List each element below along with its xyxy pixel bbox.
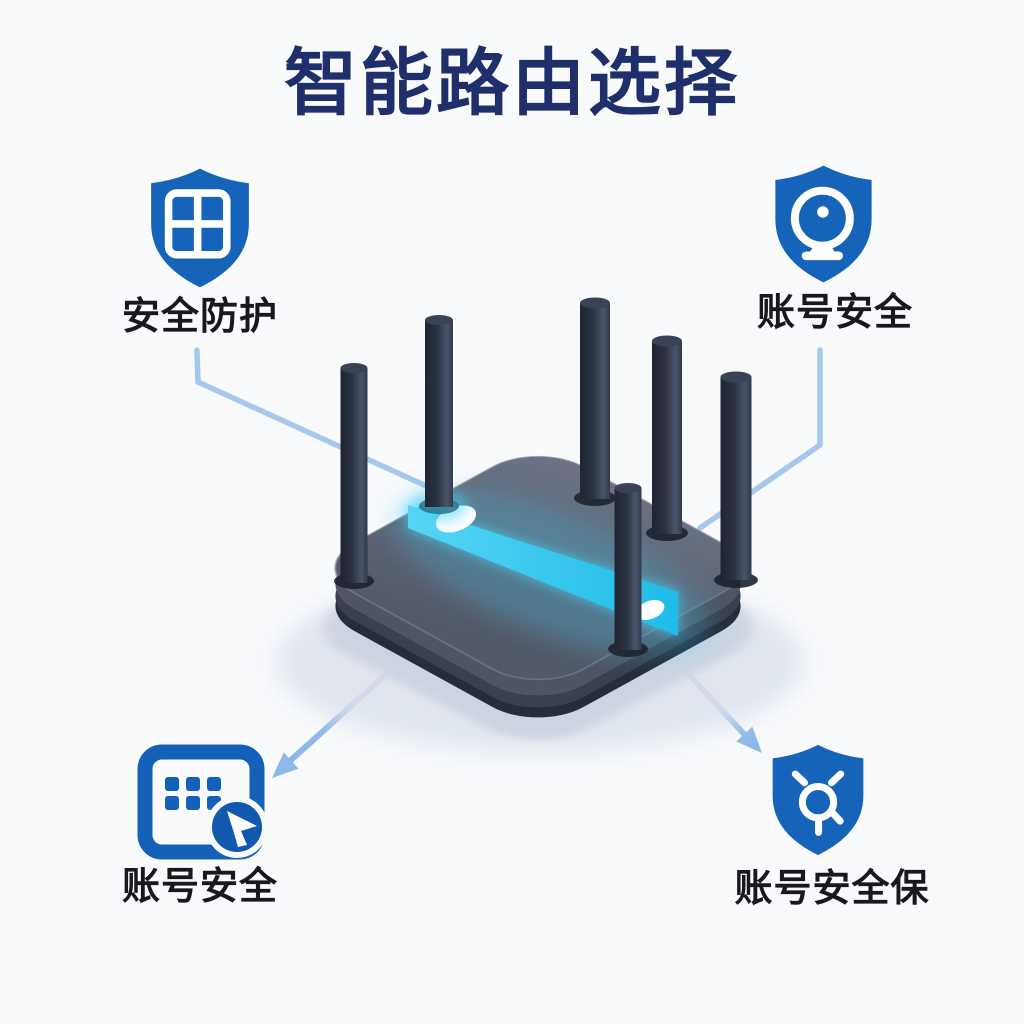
connector-top-left: [194, 347, 449, 498]
shield-alarm-magnifier-icon: [772, 744, 864, 856]
shield-webcam-icon: [775, 165, 872, 283]
arrowhead-bottom-left: [272, 752, 299, 778]
wifi-router: [275, 297, 805, 754]
led-strip: [408, 505, 678, 636]
alarm-magnifier-glyph: [791, 770, 845, 836]
antennas: [340, 297, 752, 650]
feature-label-top-right: 账号安全: [756, 292, 913, 334]
cursor-pointer-glyph: [227, 811, 257, 847]
antenna: [614, 483, 642, 650]
antenna: [580, 297, 610, 499]
app-grid-dots: [165, 777, 221, 810]
led-light-right: [635, 600, 665, 620]
page-title: 智能路由选择: [284, 43, 740, 124]
app-grid-frame: [137, 744, 265, 860]
window-grid-glyph: [164, 189, 231, 259]
feature-label-bottom-left: 账号安全: [121, 866, 278, 908]
webcam-glyph: [790, 186, 854, 261]
shield-window-grid-icon: [151, 168, 249, 288]
antenna: [340, 363, 368, 583]
app-grid-cursor-icon: [137, 744, 268, 860]
connector-top-right: [697, 347, 823, 531]
feature-label-top-left: 安全防护: [121, 296, 278, 338]
feature-label-bottom-right: 账号安全保: [734, 868, 930, 910]
antenna: [720, 371, 752, 580]
arrowhead-bottom-right: [736, 726, 762, 753]
antenna: [425, 315, 453, 507]
antenna: [652, 335, 682, 534]
shield-shape: [775, 165, 872, 283]
shield-shape: [772, 744, 864, 856]
